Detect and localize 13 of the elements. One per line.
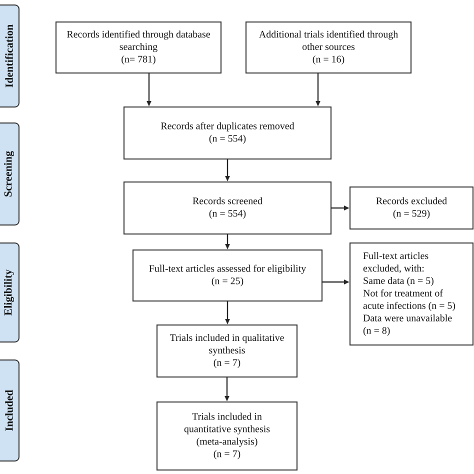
flow-box: Full-text articles assessed for eligibility (n = 25): [132, 250, 322, 302]
phase-tab: Eligibility: [0, 242, 20, 342]
flow-box: Records after duplicates removed (n = 554): [124, 106, 332, 160]
flow-box: Full-text articles excluded, with: Same data (n = 5) Not for treatment of acute infections (n = 5) Data were unavailable (n = 8): [350, 242, 474, 346]
flow-box: Records excluded (n = 529): [350, 186, 474, 230]
flow-box: Trials included in quantitative synthesis (meta-analysis) (n = 7): [156, 402, 298, 470]
phase-tab: Screening: [0, 122, 20, 226]
phase-tab: Identification: [0, 4, 20, 108]
flow-box: Trials included in qualitative synthesis (n = 7): [156, 324, 298, 378]
phase-tab: Included: [0, 360, 20, 462]
flow-box: Records identified through database searching (n= 781): [56, 22, 222, 74]
flow-box: Additional trials identified through other sources (n = 16): [246, 22, 412, 74]
flow-box: Records screened (n = 554): [124, 182, 332, 234]
